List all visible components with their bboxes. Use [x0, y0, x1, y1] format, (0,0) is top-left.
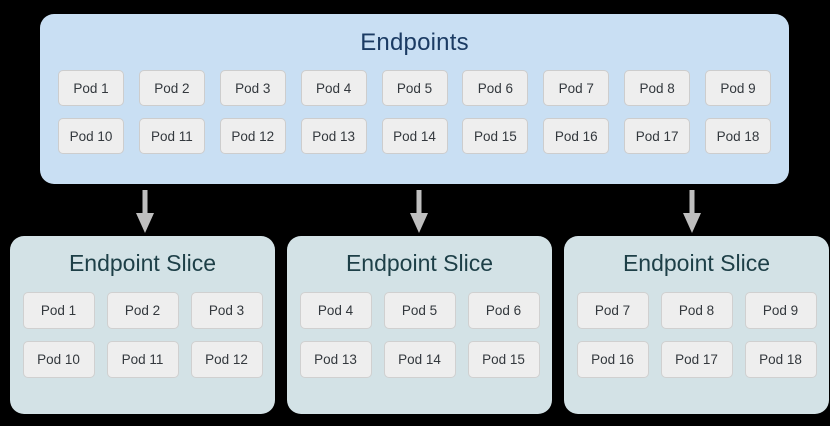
slice-pod-row-2: Pod 13 Pod 14 Pod 15 — [287, 341, 552, 378]
pod-chip[interactable]: Pod 4 — [299, 292, 372, 329]
slice-pod-row-1: Pod 1 Pod 2 Pod 3 — [10, 292, 275, 329]
pod-chip[interactable]: Pod 6 — [462, 70, 529, 106]
slice-pod-row-2: Pod 16 Pod 17 Pod 18 — [564, 341, 829, 378]
arrow-down-icon — [408, 190, 430, 234]
pod-chip[interactable]: Pod 9 — [744, 292, 817, 329]
pod-chip[interactable]: Pod 8 — [660, 292, 733, 329]
endpoint-slice-panel-2: Endpoint Slice Pod 4 Pod 5 Pod 6 Pod 13 … — [287, 236, 552, 414]
pod-chip[interactable]: Pod 10 — [22, 341, 95, 378]
pod-chip[interactable]: Pod 7 — [543, 70, 610, 106]
pod-chip[interactable]: Pod 6 — [467, 292, 540, 329]
pod-chip[interactable]: Pod 13 — [299, 341, 372, 378]
endpoint-slice-panel-1: Endpoint Slice Pod 1 Pod 2 Pod 3 Pod 10 … — [10, 236, 275, 414]
pod-chip[interactable]: Pod 18 — [705, 118, 771, 154]
pod-chip[interactable]: Pod 17 — [660, 341, 733, 378]
pod-chip[interactable]: Pod 15 — [462, 118, 529, 154]
pod-chip[interactable]: Pod 2 — [106, 292, 179, 329]
pod-chip[interactable]: Pod 17 — [624, 118, 691, 154]
pod-chip[interactable]: Pod 5 — [381, 70, 448, 106]
pod-chip[interactable]: Pod 14 — [383, 341, 456, 378]
pod-chip[interactable]: Pod 12 — [190, 341, 263, 378]
pod-chip[interactable]: Pod 13 — [300, 118, 367, 154]
endpoint-slice-panel-3: Endpoint Slice Pod 7 Pod 8 Pod 9 Pod 16 … — [564, 236, 829, 414]
arrow-down-icon — [681, 190, 703, 234]
pod-chip[interactable]: Pod 4 — [300, 70, 367, 106]
pod-chip[interactable]: Pod 14 — [381, 118, 448, 154]
pod-chip[interactable]: Pod 11 — [138, 118, 205, 154]
pod-chip[interactable]: Pod 15 — [467, 341, 540, 378]
pod-chip[interactable]: Pod 7 — [576, 292, 649, 329]
slice-pod-row-1: Pod 7 Pod 8 Pod 9 — [564, 292, 829, 329]
endpoint-slice-title: Endpoint Slice — [68, 250, 217, 276]
endpoints-pod-row-1: Pod 1 Pod 2 Pod 3 Pod 4 Pod 5 Pod 6 Pod … — [40, 70, 789, 106]
pod-chip[interactable]: Pod 16 — [576, 341, 649, 378]
endpoint-slice-title: Endpoint Slice — [345, 250, 494, 276]
pod-chip[interactable]: Pod 5 — [383, 292, 456, 329]
pod-chip[interactable]: Pod 12 — [219, 118, 286, 154]
endpoints-pod-row-2: Pod 10 Pod 11 Pod 12 Pod 13 Pod 14 Pod 1… — [40, 118, 789, 154]
pod-chip[interactable]: Pod 18 — [744, 341, 817, 378]
pod-chip[interactable]: Pod 16 — [543, 118, 610, 154]
arrow-down-icon — [134, 190, 156, 234]
slice-pod-row-2: Pod 10 Pod 11 Pod 12 — [10, 341, 275, 378]
endpoint-slice-title: Endpoint Slice — [622, 250, 771, 276]
pod-chip[interactable]: Pod 1 — [58, 70, 124, 106]
pod-chip[interactable]: Pod 11 — [106, 341, 179, 378]
pod-chip[interactable]: Pod 3 — [219, 70, 286, 106]
slice-pod-row-1: Pod 4 Pod 5 Pod 6 — [287, 292, 552, 329]
pod-chip[interactable]: Pod 2 — [138, 70, 205, 106]
pod-chip[interactable]: Pod 1 — [22, 292, 95, 329]
pod-chip[interactable]: Pod 3 — [190, 292, 263, 329]
pod-chip[interactable]: Pod 9 — [705, 70, 771, 106]
pod-chip[interactable]: Pod 8 — [624, 70, 691, 106]
pod-chip[interactable]: Pod 10 — [58, 118, 124, 154]
endpoints-panel: Endpoints Pod 1 Pod 2 Pod 3 Pod 4 Pod 5 … — [40, 14, 789, 184]
endpoints-title: Endpoints — [360, 29, 469, 56]
